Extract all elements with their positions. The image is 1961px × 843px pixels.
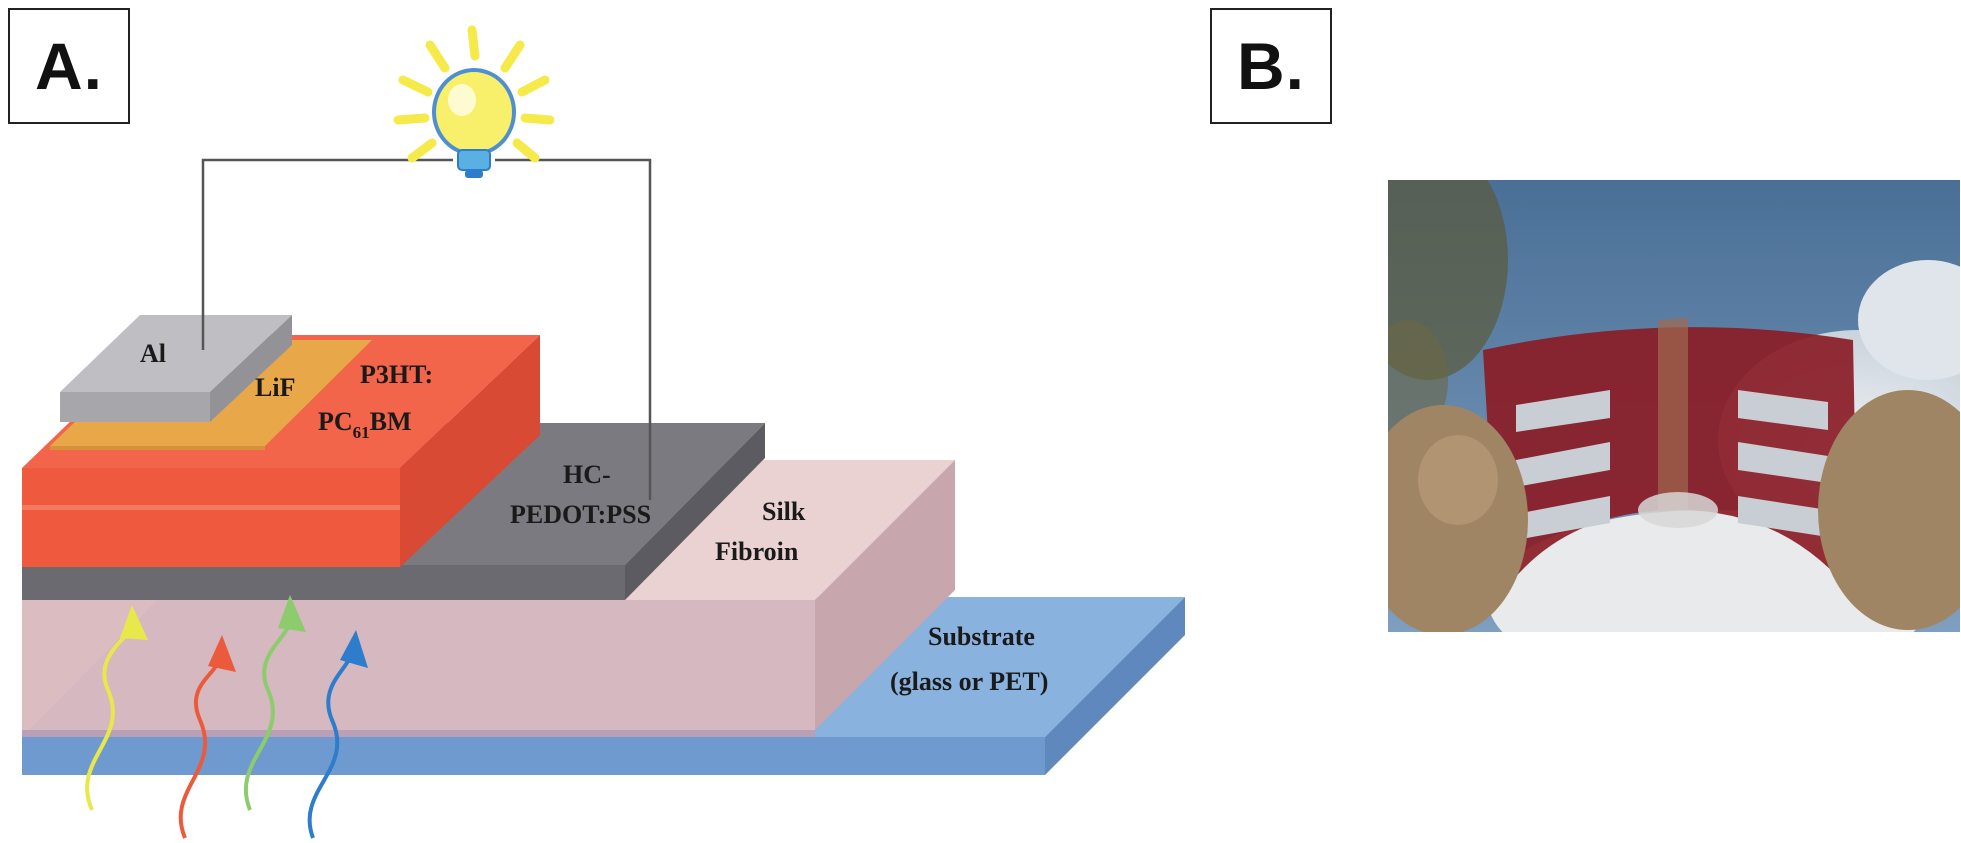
label-hc-line1: HC- bbox=[563, 460, 611, 489]
label-hc-line2: PEDOT:PSS bbox=[510, 500, 651, 529]
al-electrode-layer bbox=[60, 315, 292, 422]
label-lif: LiF bbox=[255, 373, 295, 402]
incident-light-arrows bbox=[85, 595, 368, 839]
circuit-wire bbox=[201, 158, 652, 500]
label-substrate-line2: (glass or PET) bbox=[890, 667, 1048, 696]
label-p3ht-line1: P3HT: bbox=[360, 360, 433, 389]
label-p3ht-line2: PC61BM bbox=[318, 407, 412, 442]
label-substrate-line1: Substrate bbox=[928, 622, 1035, 651]
label-p3ht-line2-prefix: PC bbox=[318, 407, 353, 436]
label-p3ht-line2-sub: 61 bbox=[353, 423, 370, 442]
label-silk-line2: Fibroin bbox=[715, 537, 799, 566]
label-p3ht-line2-suffix: BM bbox=[370, 407, 412, 436]
panel-label-b: B. bbox=[1210, 8, 1332, 124]
light-bulb-icon bbox=[393, 25, 555, 178]
flexible-device-photo bbox=[1388, 180, 1960, 632]
solar-cell-layer-diagram: Al LiF P3HT: PC61BM HC- PEDOT:PSS Silk F… bbox=[22, 25, 1185, 839]
label-al: Al bbox=[140, 339, 166, 368]
electrode-stripes bbox=[1516, 390, 1828, 540]
label-silk-line1: Silk bbox=[762, 497, 806, 526]
panel-label-a: A. bbox=[8, 8, 130, 124]
